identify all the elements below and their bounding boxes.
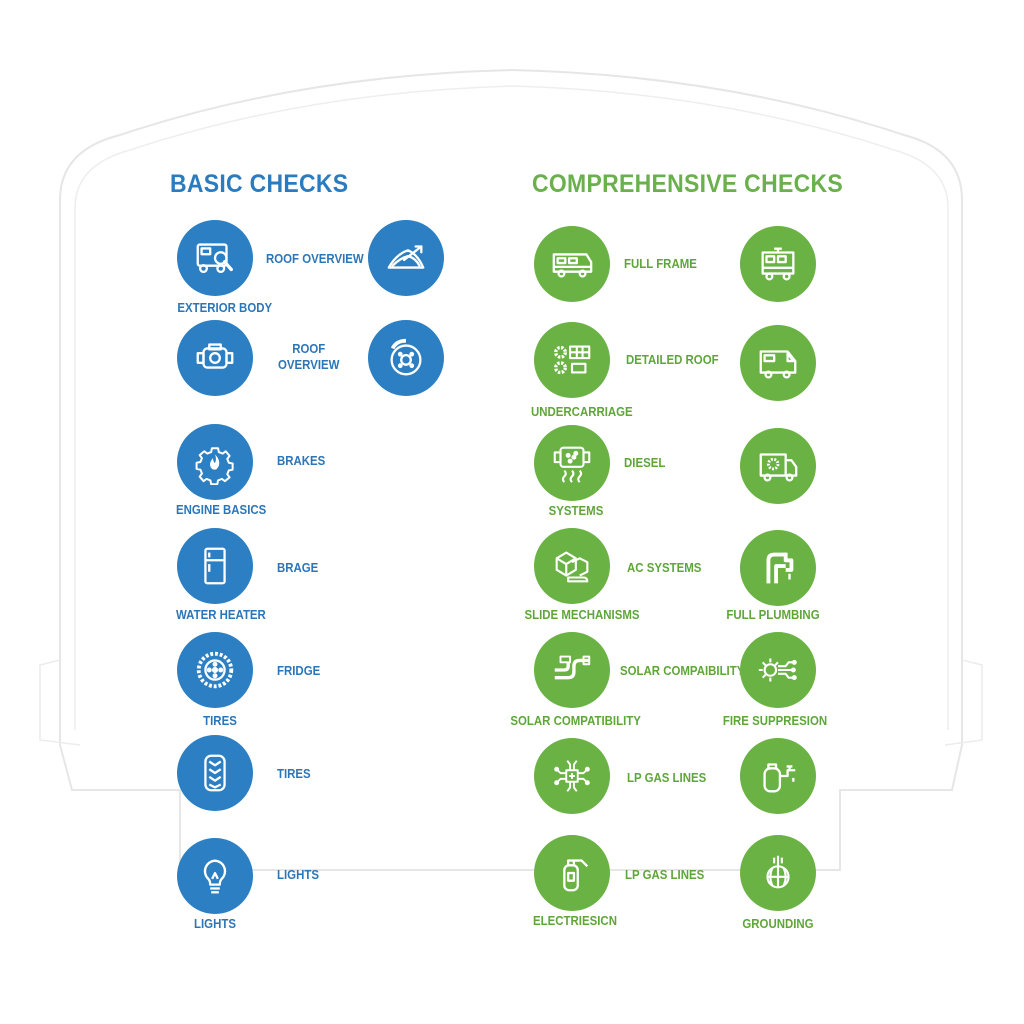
engine-basics-label: ENGINE BASICS [176, 502, 267, 517]
roof-overview-line-2: OVERVIEW [278, 357, 340, 372]
lights-label-side: LIGHTS [277, 867, 319, 882]
systems-label: SYSTEMS [548, 503, 604, 518]
gas-tank-valve-icon [740, 738, 816, 814]
basic-checks-heading: BASIC CHECKS [170, 170, 349, 198]
tires-label-under: TIRES [203, 713, 237, 728]
diesel-label: DIESEL [624, 455, 666, 470]
refrigerator-icon [177, 528, 253, 604]
slide-boxes-icon [534, 528, 610, 604]
roof-overview-label: ROOF OVERVIEW [266, 251, 364, 266]
tires-label-side: TIRES [277, 766, 311, 781]
undercarriage-label: UNDERCARRIAGE [531, 404, 633, 419]
fridge-label: FRIDGE [277, 663, 321, 678]
tire-wheel-icon [177, 632, 253, 708]
service-truck-icon [740, 428, 816, 504]
slide-mechanisms-label: SLIDE MECHANISMS [524, 607, 640, 622]
engine-heat-icon [534, 425, 610, 501]
fire-extinguisher-icon [534, 835, 610, 911]
rv-van-icon [740, 325, 816, 401]
lp-gas-lines-label-1: LP GAS LINES [627, 770, 707, 785]
brakes-label: BRAKES [277, 453, 326, 468]
brage-label: BRAGE [277, 560, 319, 575]
ac-systems-label: AC SYSTEMS [627, 560, 702, 575]
rv-front-icon [740, 226, 816, 302]
lp-gas-lines-label-2: LP GAS LINES [625, 867, 705, 882]
electresicn-label: ELECTRIESICN [533, 913, 617, 928]
plumbing-pipes-icon [740, 530, 816, 606]
brake-disc-icon [368, 320, 444, 396]
exterior-body-label: EXTERIOR BODY [177, 300, 273, 315]
water-heater-label: WATER HEATER [176, 607, 266, 622]
roof-overview-stacked-label: ROOF OVERVIEW [278, 341, 339, 373]
engine-gear-flame-icon [177, 424, 253, 500]
engine-icon [177, 320, 253, 396]
roof-overview-line-1: ROOF [292, 341, 326, 356]
rv-inspection-icon [177, 220, 253, 296]
grounding-globe-icon [740, 835, 816, 911]
lights-label-under: LIGHTS [194, 916, 236, 931]
gears-solar-panel-icon [534, 322, 610, 398]
tire-tread-icon [177, 735, 253, 811]
fire-suppresion-label: FIRE SUPPRESION [722, 713, 828, 728]
full-frame-label: FULL FRAME [624, 256, 697, 271]
solar-circuit-icon [740, 632, 816, 708]
circuit-board-icon [534, 738, 610, 814]
full-plumbing-label: FULL PLUMBING [726, 607, 820, 622]
detailed-roof-label: DETAILED ROOF [626, 352, 719, 367]
grounding-label: GROUNDING [742, 916, 814, 931]
pipe-connector-icon [534, 632, 610, 708]
solar-compatibility-label: SOLAR COMPATIBILITY [510, 713, 641, 728]
roof-slope-icon [368, 220, 444, 296]
comprehensive-checks-heading: COMPREHENSIVE CHECKS [532, 170, 843, 198]
solar-compaibility-label: SOLAR COMPAIBILITY [620, 663, 745, 678]
light-bulb-icon [177, 838, 253, 914]
rv-side-icon [534, 226, 610, 302]
